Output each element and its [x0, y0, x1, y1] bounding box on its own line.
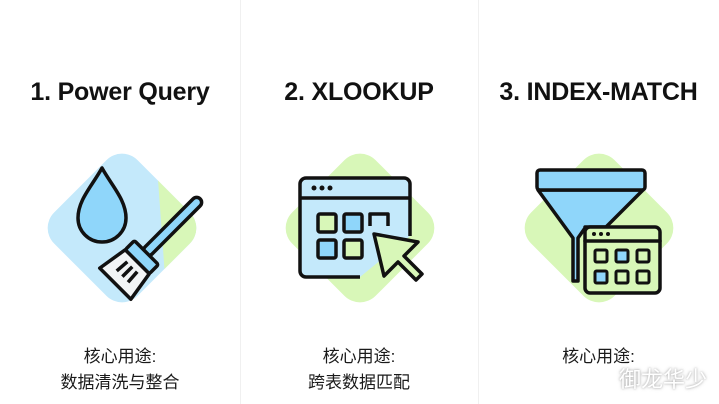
purpose-text: 跨表数据匹配	[308, 373, 410, 392]
card-index-match: 3. INDEX-MATCH 核心用途:	[478, 0, 719, 404]
column-divider	[240, 0, 241, 404]
column-divider	[478, 0, 479, 404]
watermark: 御龙华少	[618, 368, 707, 393]
purpose-label: 核心用途:	[562, 347, 635, 366]
card-title: 3. INDEX-MATCH	[499, 78, 698, 106]
funnel-table-icon	[524, 153, 674, 303]
card-title: 2. XLOOKUP	[284, 78, 434, 106]
card-title: 1. Power Query	[30, 78, 210, 106]
water-drop-broom-icon	[38, 144, 206, 312]
purpose-label: 核心用途:	[322, 347, 396, 366]
card-xlookup: 2. XLOOKUP 核心用途: 跨表数据匹配	[240, 0, 478, 404]
window-grid-cursor-icon	[285, 153, 435, 303]
purpose-label: 核心用途:	[83, 347, 157, 366]
purpose-text: 数据清洗与整合	[60, 373, 180, 392]
card-power-query: 1. Power Query 核心用途: 数据清洗与整合	[0, 0, 240, 404]
